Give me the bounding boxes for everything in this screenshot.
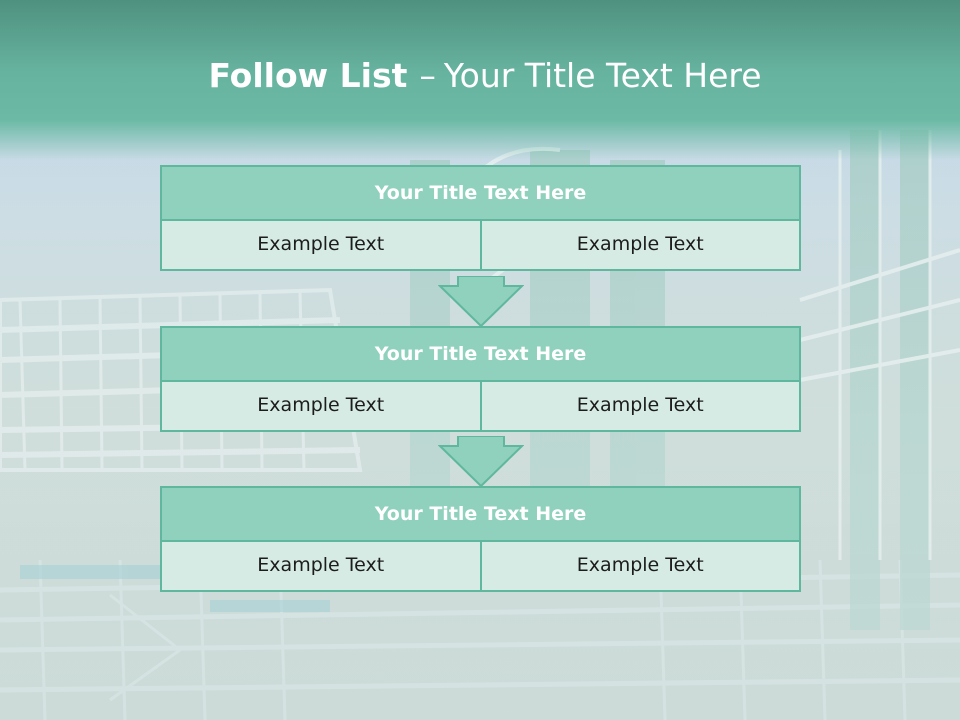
block-row: Example Text Example Text <box>160 382 801 432</box>
slide-title: Follow List–Your Title Text Here <box>0 52 960 100</box>
block-cell-right: Example Text <box>480 382 801 432</box>
title-banner <box>0 0 960 160</box>
list-block-3: Your Title Text Here Example Text Exampl… <box>160 486 801 592</box>
title-dash: – <box>419 56 436 95</box>
list-block-2: Your Title Text Here Example Text Exampl… <box>160 326 801 432</box>
block-cell-left: Example Text <box>160 382 481 432</box>
block-title: Your Title Text Here <box>160 165 801 221</box>
block-cell-right: Example Text <box>480 221 801 271</box>
block-row: Example Text Example Text <box>160 542 801 592</box>
down-arrow-2 <box>438 436 524 486</box>
down-arrow-1 <box>438 276 524 326</box>
title-rest: Your Title Text Here <box>443 56 762 95</box>
block-title: Your Title Text Here <box>160 326 801 382</box>
title-bold: Follow List <box>208 56 408 95</box>
block-cell-left: Example Text <box>160 542 481 592</box>
block-title: Your Title Text Here <box>160 486 801 542</box>
list-block-1: Your Title Text Here Example Text Exampl… <box>160 165 801 271</box>
block-row: Example Text Example Text <box>160 221 801 271</box>
block-cell-right: Example Text <box>480 542 801 592</box>
block-cell-left: Example Text <box>160 221 481 271</box>
